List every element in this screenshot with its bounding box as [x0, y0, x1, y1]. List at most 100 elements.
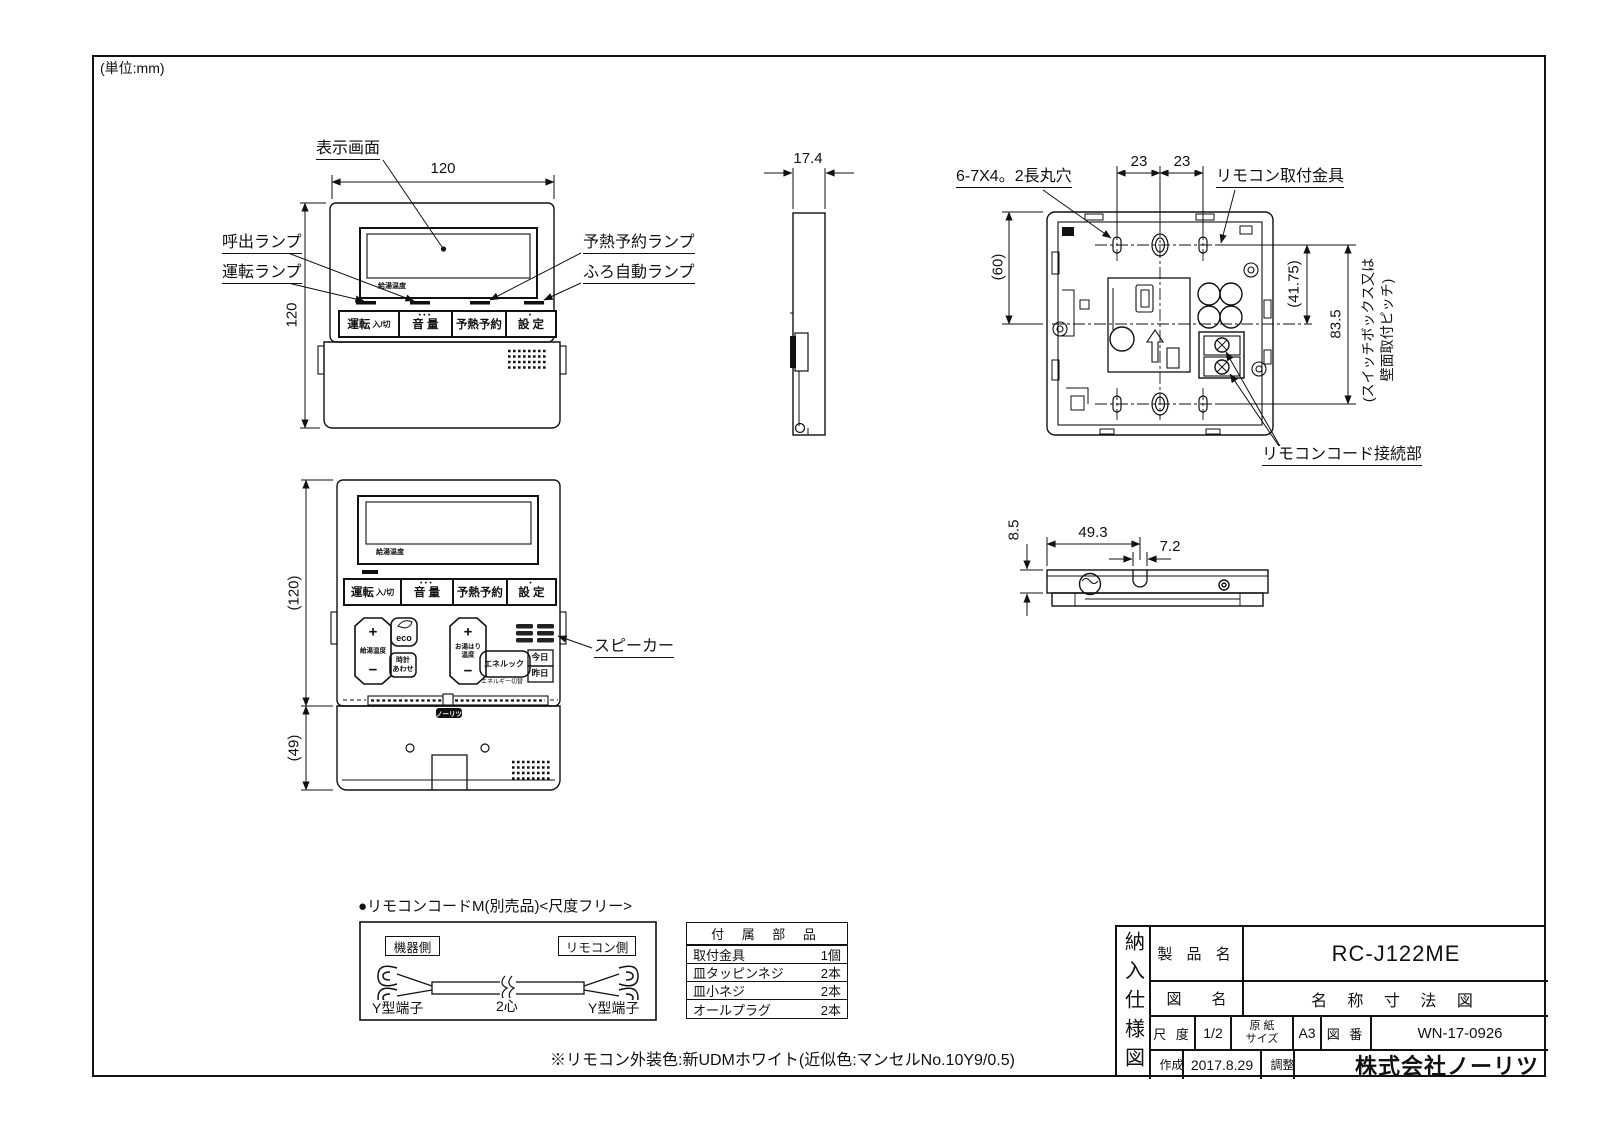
volume-button[interactable]: ●●● 音 量 [399, 580, 452, 604]
part-name: 取付金具 [693, 948, 746, 963]
power-button-label: 運転 [350, 587, 374, 599]
dim-height-120: 120 [283, 302, 301, 328]
power-button[interactable]: 運転入/切 [340, 312, 398, 336]
volume-button[interactable]: ●●●音 量 [397, 312, 451, 336]
bottom-view [1046, 569, 1269, 607]
pitch-note: (スイッチボックス又は 壁面取付ピッチ) [1359, 258, 1397, 402]
cord-notch [1132, 570, 1148, 588]
device-side-tag: 機器側 [385, 936, 440, 956]
hinge [367, 695, 549, 706]
volume-button-label: 音 量 [413, 587, 441, 599]
part-qty: 1個 [820, 948, 841, 963]
dim-60: (60) [989, 253, 1007, 281]
display-window [359, 227, 538, 299]
created-date: 2017.8.29 [1190, 1057, 1254, 1073]
dim-41-75: (41.75) [1285, 260, 1303, 308]
side-view [790, 212, 826, 436]
cover-speaker-dots [512, 760, 550, 780]
dim-hole-pitch-left: 23 [1124, 153, 1154, 170]
center-lines [1052, 225, 1312, 420]
set-button[interactable]: ● 設 定 [504, 312, 555, 336]
temp-minus-button[interactable]: − [368, 661, 378, 679]
parts-table-header: 付 属 部 品 [687, 923, 847, 946]
temp-plus-button[interactable]: + [368, 623, 378, 641]
drawing-number-label: 図 番 [1326, 1026, 1366, 1042]
front-closed-leader-lines [287, 159, 582, 303]
side-dimensions [764, 168, 854, 209]
yesterday-button[interactable]: 昨日 [531, 668, 549, 679]
front-open-dimensions [301, 479, 593, 791]
dim-open-height: (120) [285, 575, 303, 611]
volume-hold-dots: ●●● [418, 312, 433, 317]
enelook-button[interactable]: エネルック [484, 659, 524, 669]
screen-caption-closed: 給湯温度 [378, 282, 406, 290]
preheat-button[interactable]: 予熱予約 [451, 580, 506, 604]
dim-depth: 17.4 [786, 150, 830, 167]
front-view-open [330, 479, 567, 791]
scale-label: 尺 度 [1153, 1026, 1192, 1042]
yesterday-button-outline [527, 665, 554, 683]
today-button[interactable]: 今日 [531, 652, 549, 663]
enelook-button-outline [479, 650, 531, 678]
line-work [287, 159, 1356, 1021]
power-button[interactable]: 運転入/切 [345, 580, 400, 604]
volume-hold-dots: ●●● [419, 580, 434, 585]
bottom-dimensions [1020, 537, 1171, 616]
clock-button-outline [389, 652, 417, 678]
drawing-name-value: 名 称 寸 法 図 [1311, 992, 1481, 1010]
set-hold-dot: ● [528, 312, 534, 317]
pitch-note-line2: 壁面取付ピッチ) [1379, 278, 1395, 382]
part-name: 皿タッピンネジ [693, 966, 784, 981]
screen-caption-open: 給湯温度 [376, 548, 404, 556]
doc-type-vertical: 納入仕様図 [1121, 930, 1144, 1076]
set-button-label: 設 定 [518, 587, 545, 599]
created-label: 作成 [1151, 1051, 1184, 1079]
terminal-block [1198, 331, 1245, 379]
eco-button[interactable]: eco [396, 632, 412, 643]
center-cutout [1107, 277, 1191, 373]
paper-size-label-bottom: サイズ [1245, 1033, 1279, 1045]
back-dimensions [1002, 166, 1356, 405]
part-qty: 2本 [820, 1002, 841, 1018]
title-block: 納入仕様図 製 品 名 RC-J122ME 図 名 名 称 寸 法 図 尺 度 … [1115, 925, 1548, 1079]
bath-minus-button[interactable]: − [463, 662, 473, 680]
product-name-value: RC-J122ME [1331, 940, 1461, 966]
set-button[interactable]: ●設 定 [505, 580, 555, 604]
noritz-logo-badge: ノーリツ [436, 708, 462, 718]
table-row: 取付金具 1個 [687, 946, 847, 964]
clock-button-line2: あわせ [392, 665, 414, 673]
label-bath-auto-lamp: ふろ自動ランプ [583, 264, 695, 285]
bath-plus-button[interactable]: + [463, 623, 473, 641]
part-qty: 2本 [820, 966, 841, 981]
y-terminal-label-right: Y型端子 [588, 1000, 640, 1017]
label-display-screen: 表示画面 [316, 140, 381, 161]
drawing-name-label: 図 名 [1166, 991, 1227, 1008]
power-button-sublabel: 入/切 [372, 319, 391, 329]
scale-value: 1/2 [1203, 1025, 1223, 1041]
adjust-label: 調整 [1262, 1051, 1295, 1079]
preheat-button[interactable]: 予熱予約 [450, 312, 505, 336]
energy-note: エネルギー切替 [480, 679, 524, 686]
dim-8-5: 8.5 [1005, 519, 1023, 541]
adjust-label-text: 調整 [1270, 1057, 1295, 1072]
unit-note: (単位:mm) [100, 60, 165, 77]
paper-size-label: 原 紙 サイズ [1232, 1017, 1292, 1049]
button-row-open: 運転入/切 ●●● 音 量 予熱予約 ●設 定 [343, 578, 557, 606]
up-arrow-mark [1145, 329, 1165, 363]
power-button-sublabel: 入/切 [375, 587, 395, 597]
paper-size-value: A3 [1298, 1025, 1316, 1041]
button-row-closed: 運転入/切 ●●●音 量 予熱予約 ● 設 定 [338, 310, 557, 338]
label-run-lamp: 運転ランプ [222, 264, 302, 285]
indicator-lamps [356, 301, 544, 305]
exterior-color-note: ※リモコン外装色:新UDMホワイト(近似色:マンセルNo.10Y9/0.5) [550, 1052, 1015, 1071]
temp-label: 給湯温度 [360, 647, 386, 655]
dim-49-3: 49.3 [1068, 524, 1118, 541]
bath-label-line2: 温度 [461, 651, 475, 659]
created-label-text: 作成 [1159, 1057, 1184, 1072]
open-cover [336, 705, 561, 791]
bath-label-line1: お湯はり [455, 643, 481, 651]
remote-side-tag: リモコン側 [558, 936, 636, 956]
set-button-label: 設 定 [517, 319, 545, 331]
clock-button-line1[interactable]: 時計 [396, 656, 410, 664]
